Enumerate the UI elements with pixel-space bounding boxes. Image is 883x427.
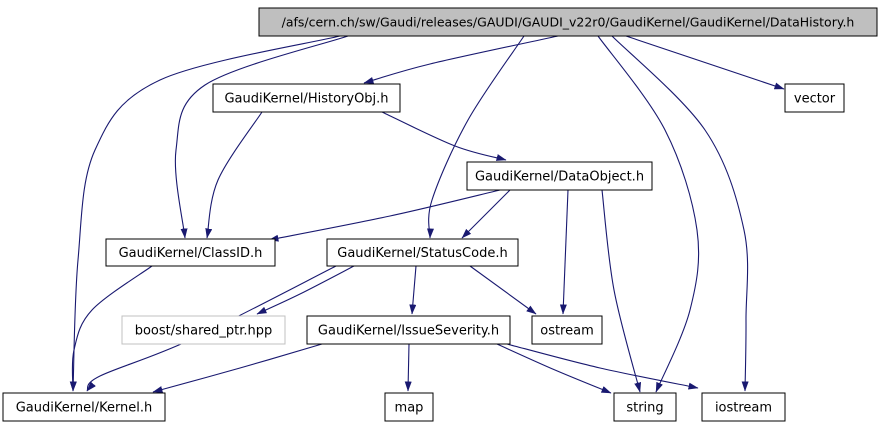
node-historyobj[interactable]: GaudiKernel/HistoryObj.h bbox=[212, 83, 401, 113]
node-issueseverity-label: GaudiKernel/IssueSeverity.h bbox=[318, 324, 499, 339]
node-map-box bbox=[384, 392, 434, 422]
edge-historyobj-classid bbox=[205, 111, 263, 239]
edge-datahistory-iostream bbox=[611, 35, 749, 392]
node-vector-box bbox=[784, 83, 845, 113]
edge-dataobject-ostream bbox=[559, 189, 569, 315]
node-map-label: map bbox=[395, 401, 424, 416]
edge-issueseverity-kernel bbox=[152, 343, 323, 393]
node-classid-label: GaudiKernel/ClassID.h bbox=[119, 246, 263, 261]
node-dataobject-box[interactable] bbox=[466, 161, 653, 191]
node-boost-box bbox=[121, 315, 286, 345]
edge-datahistory-vector bbox=[625, 35, 785, 90]
edge-statuscode-issueseverity bbox=[409, 265, 417, 315]
node-map: map bbox=[384, 392, 434, 422]
node-dataobject-label: GaudiKernel/DataObject.h bbox=[475, 170, 644, 185]
node-ostream-box bbox=[531, 315, 603, 345]
edge-historyobj-dataobject bbox=[381, 111, 507, 161]
node-statuscode-box[interactable] bbox=[326, 238, 519, 267]
node-boost-label: boost/shared_ptr.hpp bbox=[135, 324, 273, 339]
node-classid[interactable]: GaudiKernel/ClassID.h bbox=[105, 238, 276, 267]
edge-datahistory-string bbox=[597, 35, 700, 393]
node-iostream-box bbox=[701, 392, 786, 422]
node-vector: vector bbox=[784, 83, 845, 113]
node-ostream-label: ostream bbox=[540, 324, 594, 339]
node-datahistory-label: /afs/cern.ch/sw/Gaudi/releases/GAUDI/GAU… bbox=[282, 15, 855, 30]
edge-issueseverity-string bbox=[496, 343, 612, 394]
node-iostream-label: iostream bbox=[715, 401, 772, 416]
edge-statuscode-kernel bbox=[86, 265, 337, 392]
node-datahistory-box bbox=[258, 7, 878, 37]
node-datahistory: /afs/cern.ch/sw/Gaudi/releases/GAUDI/GAU… bbox=[258, 7, 878, 37]
node-statuscode[interactable]: GaudiKernel/StatusCode.h bbox=[326, 238, 519, 267]
node-iostream: iostream bbox=[701, 392, 786, 422]
node-kernel-box[interactable] bbox=[2, 392, 166, 422]
edge-statuscode-boost bbox=[256, 265, 355, 315]
node-classid-box[interactable] bbox=[105, 238, 276, 267]
node-string-label: string bbox=[626, 401, 663, 416]
edge-datahistory-kernel bbox=[69, 35, 341, 392]
node-issueseverity-box[interactable] bbox=[306, 315, 511, 345]
node-historyobj-box[interactable] bbox=[212, 83, 401, 113]
node-string: string bbox=[613, 392, 677, 422]
edge-datahistory-historyobj bbox=[363, 35, 559, 84]
node-statuscode-label: GaudiKernel/StatusCode.h bbox=[337, 246, 507, 261]
edge-issueseverity-iostream bbox=[506, 343, 699, 390]
node-dataobject[interactable]: GaudiKernel/DataObject.h bbox=[466, 161, 653, 191]
node-string-box bbox=[613, 392, 677, 422]
edge-dataobject-statuscode bbox=[461, 189, 511, 239]
edge-classid-kernel bbox=[69, 265, 153, 392]
edge-statuscode-ostream bbox=[469, 265, 537, 315]
edge-datahistory-classid bbox=[174, 35, 349, 239]
node-kernel-label: GaudiKernel/Kernel.h bbox=[16, 401, 153, 416]
node-ostream: ostream bbox=[531, 315, 603, 345]
edge-datahistory-statuscode bbox=[426, 35, 525, 239]
node-historyobj-label: GaudiKernel/HistoryObj.h bbox=[224, 92, 388, 107]
edge-dataobject-string bbox=[601, 189, 642, 393]
node-kernel[interactable]: GaudiKernel/Kernel.h bbox=[2, 392, 166, 422]
edge-issueseverity-map bbox=[404, 343, 412, 392]
node-vector-label: vector bbox=[794, 92, 836, 107]
node-issueseverity[interactable]: GaudiKernel/IssueSeverity.h bbox=[306, 315, 511, 345]
node-boost: boost/shared_ptr.hpp bbox=[121, 315, 286, 345]
edge-dataobject-classid bbox=[268, 189, 501, 242]
